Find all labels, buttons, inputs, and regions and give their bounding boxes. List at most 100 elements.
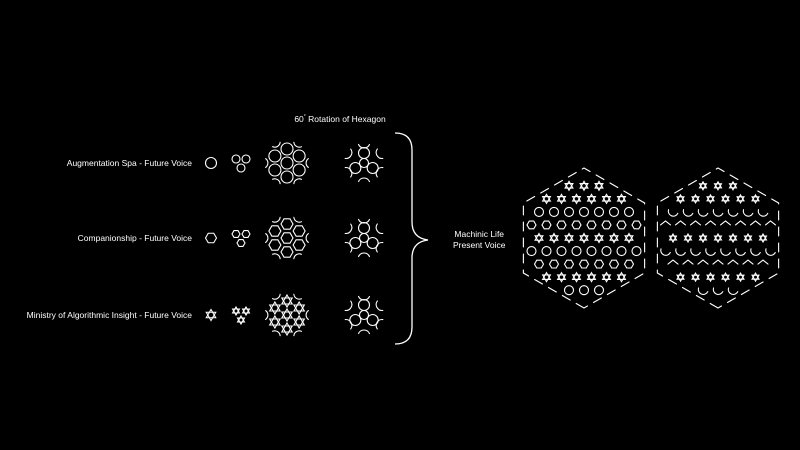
rotated-edge-arc — [344, 148, 353, 160]
row-2-patterns — [204, 232, 218, 244]
big-star — [549, 235, 559, 244]
big-star — [706, 193, 715, 202]
triad-motif — [241, 154, 251, 164]
row-3-hex-cluster — [265, 293, 309, 337]
triad-motif — [236, 314, 246, 323]
big-star — [751, 272, 760, 280]
big-hexagon — [571, 220, 582, 230]
cluster-motif-edge-arc — [293, 178, 303, 185]
big-chevron — [697, 259, 709, 265]
result-label-line1: Machinic Life — [454, 229, 505, 239]
big-star — [736, 274, 745, 283]
big-hexagon — [593, 259, 605, 269]
big-star — [743, 235, 753, 244]
cluster-motif-edge-arc — [293, 253, 303, 260]
triad-motif — [241, 308, 251, 317]
row-label-augmentation-spa: Augmentation Spa - Future Voice — [66, 158, 192, 168]
big-circle — [623, 206, 635, 217]
row-1-triad — [231, 154, 251, 173]
big-star — [751, 274, 760, 283]
big-circle — [608, 206, 620, 217]
big-chevron — [682, 259, 694, 265]
triad-motif — [241, 229, 251, 239]
cluster-motif-ring — [280, 142, 294, 156]
big-circle — [563, 285, 575, 296]
big-hexagon — [586, 220, 597, 230]
diagram-title: 60° Rotation of Hexagon — [270, 114, 410, 124]
big-hexagon — [631, 220, 642, 230]
big-star — [594, 235, 604, 244]
big-arc — [667, 209, 679, 217]
cluster-motif-center — [280, 156, 294, 170]
big-star — [698, 235, 708, 244]
big-circle — [563, 206, 575, 217]
big-star — [706, 274, 715, 283]
big-star — [579, 180, 589, 189]
cluster-motif-center — [280, 307, 294, 319]
big-hexagon — [526, 220, 537, 230]
big-star — [541, 196, 552, 205]
big-chevron — [712, 259, 724, 265]
rotated-lobe — [366, 313, 379, 327]
big-circle — [541, 246, 552, 257]
big-circle — [533, 206, 545, 217]
cluster-motif-center — [280, 311, 294, 323]
big-arc — [712, 209, 724, 217]
big-star — [676, 193, 685, 202]
big-star — [594, 180, 604, 189]
big-star — [676, 196, 685, 204]
cluster-motif-ring — [280, 246, 294, 258]
big-arc — [697, 209, 709, 217]
big-circle — [616, 246, 627, 257]
big-chevron — [689, 220, 702, 226]
big-hexagon — [608, 259, 620, 269]
cluster-motif-edge-arc — [293, 330, 303, 337]
cluster-motif-ring — [292, 239, 306, 251]
big-star — [758, 232, 768, 241]
big-arc — [682, 209, 694, 217]
big-star — [616, 196, 627, 205]
big-star — [556, 193, 567, 202]
big-circle — [578, 206, 590, 217]
big-star — [713, 232, 723, 241]
cluster-motif-edge-arc — [265, 310, 269, 320]
rotated-edge-arc — [357, 218, 371, 224]
big-chevron — [764, 220, 777, 226]
big-star — [579, 183, 589, 192]
rotated-edge-arc — [344, 318, 353, 330]
cluster-motif-ring — [280, 170, 294, 184]
big-star — [624, 232, 634, 241]
big-arc — [765, 248, 776, 256]
star-icon — [205, 308, 217, 319]
cluster-motif-edge-arc — [305, 158, 309, 168]
big-star — [676, 274, 685, 283]
row-3-rotated-cluster — [344, 295, 384, 335]
star-icon — [205, 311, 217, 322]
big-arc — [690, 248, 701, 256]
big-chevron — [742, 259, 754, 265]
cluster-motif-edge-arc — [265, 158, 269, 168]
big-arc — [675, 248, 686, 256]
big-star — [564, 180, 574, 189]
big-circle — [586, 246, 597, 257]
big-star — [541, 193, 552, 202]
cluster-motif-ring — [268, 225, 282, 237]
machinic-hex-left — [522, 167, 646, 309]
big-circle — [571, 246, 582, 257]
rotated-edge-arc — [375, 148, 384, 160]
rotated-edge-arc — [357, 329, 371, 335]
cluster-motif-ring — [280, 293, 294, 305]
big-star — [586, 271, 597, 280]
big-star — [541, 271, 552, 280]
cluster-motif-edge-arc — [305, 233, 309, 243]
rotated-lobe — [357, 146, 371, 160]
big-arc — [727, 287, 739, 295]
big-star — [691, 193, 700, 202]
big-star — [736, 193, 745, 202]
curly-brace — [394, 132, 429, 345]
cluster-motif-ring — [280, 218, 294, 230]
cluster-motif-edge-arc — [271, 293, 281, 300]
big-chevron — [719, 220, 732, 226]
row-2-rotated-cluster — [344, 218, 384, 258]
big-star — [609, 232, 619, 241]
